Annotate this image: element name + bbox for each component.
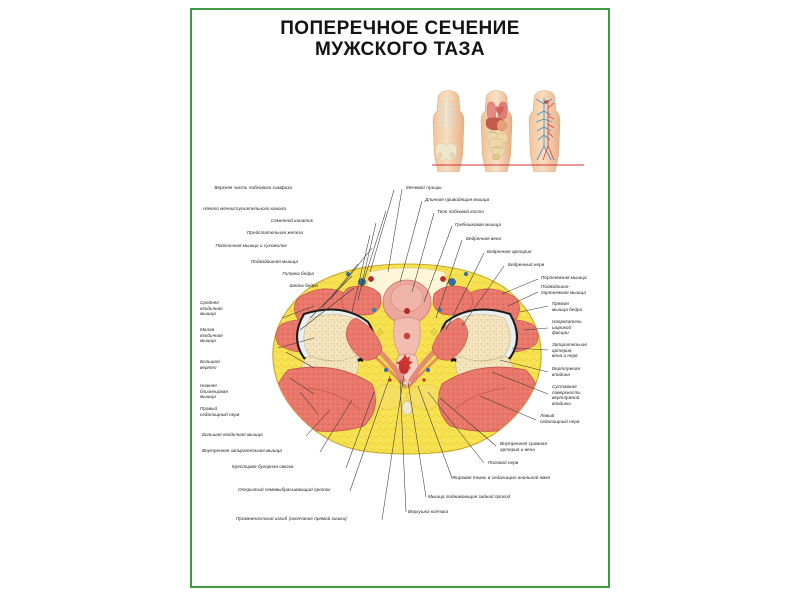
label-left-14: Внутренняя запирательная мышца [202, 448, 282, 453]
label-right-15: Внутренняя срамная артерия и вена [500, 441, 548, 452]
label-left-12: Правый седалищный нерв [200, 406, 240, 417]
label-left-6: Головка бедра [282, 271, 314, 276]
label-left-3: Предстательная железа [247, 230, 303, 235]
inset-figure-viscera [480, 90, 513, 172]
label-left-0: Верхняя часть лобкового симфиза [214, 185, 292, 190]
label-right-8: Подвздошно- портняжная мышца [541, 284, 586, 295]
label-left-15: Крестцово-бугорная связка [232, 464, 294, 469]
title-line-1: ПОПЕРЕЧНОЕ СЕЧЕНИЕ [280, 18, 520, 39]
label-left-9: Малая ягодичная мышца [200, 327, 223, 344]
label-right-5: Бедренная артория [487, 249, 532, 254]
label-right-9: Прямая мышца бедра [552, 301, 583, 312]
label-left-10: Большой вертел [200, 359, 220, 370]
label-right-11: Запирательная артерия, вена и нерв [552, 342, 587, 359]
page-title: ПОПЕРЕЧНОЕ СЕЧЕНИЕ МУЖСКОГО ТАЗА [190, 18, 610, 60]
label-right-4: Бедренная вена [466, 236, 502, 241]
label-left-4: Поясничная мышца и сухожилие [215, 243, 287, 248]
label-right-0: Мочевой пузырь [406, 185, 442, 190]
torso-orientation-figures [432, 86, 584, 172]
label-right-19: Верхушка копчика [408, 509, 449, 514]
label-left-13: Большая ягодичная мышца [202, 432, 263, 437]
label-right-2: Тело лобковой кости [437, 209, 484, 214]
label-left-7: Шейка бедра [289, 283, 318, 288]
inset-figure-vascular [528, 90, 561, 172]
inset-figure-skeleton [432, 90, 465, 172]
label-right-12: Вертлужная впадина [552, 366, 580, 377]
label-right-7: Портняжная мышца [541, 275, 587, 280]
label-left-17: Промежностный изгиб (окончание прямой ки… [236, 516, 347, 521]
label-left-2: Семенной канатик [270, 218, 313, 223]
title-line-2: МУЖСКОГО ТАЗА [315, 39, 485, 60]
label-left-16: Открытый семявыбрасывающий проток [238, 487, 331, 492]
label-left-11: Нижняя близнецовая мышца [200, 383, 228, 400]
label-left-8: Средняя ягодичная мышца [200, 300, 223, 317]
label-right-13: Суставная поверхность вертлужной впадины [552, 384, 581, 406]
label-right-10: Напрягатель широкой фасции [552, 319, 582, 336]
label-left-1: Начало мочеиспускательного канала [203, 206, 286, 211]
label-left-5: Подвздошная мышца [251, 259, 298, 264]
label-right-14: Левый седалищный нерв [540, 413, 580, 424]
label-right-18: Мышца поднимающая задний проход [428, 494, 511, 499]
label-right-3: Гребешковая мышца [455, 222, 502, 227]
label-right-6: Бедренный нерв [508, 262, 545, 267]
label-right-1: Длинная приводящая мышца [425, 197, 490, 202]
label-right-17: Жировая ткань в седалищно-анальной ямке [452, 475, 551, 480]
label-right-16: Половой нерв [488, 460, 519, 465]
